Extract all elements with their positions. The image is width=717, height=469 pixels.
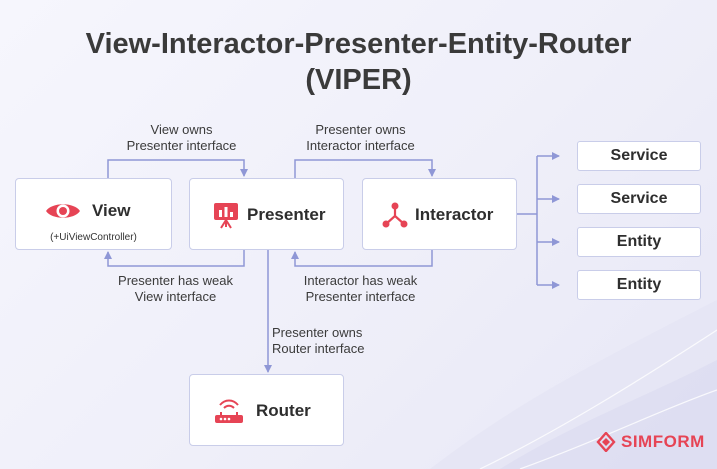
router-box: Router <box>189 374 344 446</box>
brand-name: SIMFORM <box>621 432 705 451</box>
view-sublabel: (+UiViewController) <box>50 232 137 243</box>
presenter-box: Presenter <box>189 178 344 250</box>
service-box-1: Service <box>577 141 701 171</box>
service-box-2: Service <box>577 184 701 214</box>
router-label: Router <box>256 401 311 420</box>
interactor-label: Interactor <box>415 205 494 224</box>
presentation-board-icon <box>214 203 238 229</box>
page-title-line1: View-Interactor-Presenter-Entity-Router <box>85 28 632 60</box>
edge-presenter-to-interactor <box>294 159 436 178</box>
page-title-line2: (VIPER) <box>305 64 412 96</box>
edge-presenter-to-view-weak <box>104 250 245 267</box>
view-box: View (+UiViewController) <box>15 178 172 250</box>
simform-logo-icon <box>596 432 616 452</box>
edge-view-to-presenter <box>107 159 248 178</box>
eye-icon <box>46 204 80 218</box>
entity-box-2: Entity <box>577 270 701 300</box>
presenter-label: Presenter <box>247 205 326 224</box>
edge-interactor-to-presenter-weak <box>291 250 433 267</box>
view-label: View <box>92 201 131 220</box>
simform-logo: SIMFORM <box>596 432 705 452</box>
node-connection-icon <box>382 202 408 228</box>
entity-box-1: Entity <box>577 227 701 257</box>
wifi-router-icon <box>215 399 243 423</box>
interactor-box: Interactor <box>362 178 517 250</box>
